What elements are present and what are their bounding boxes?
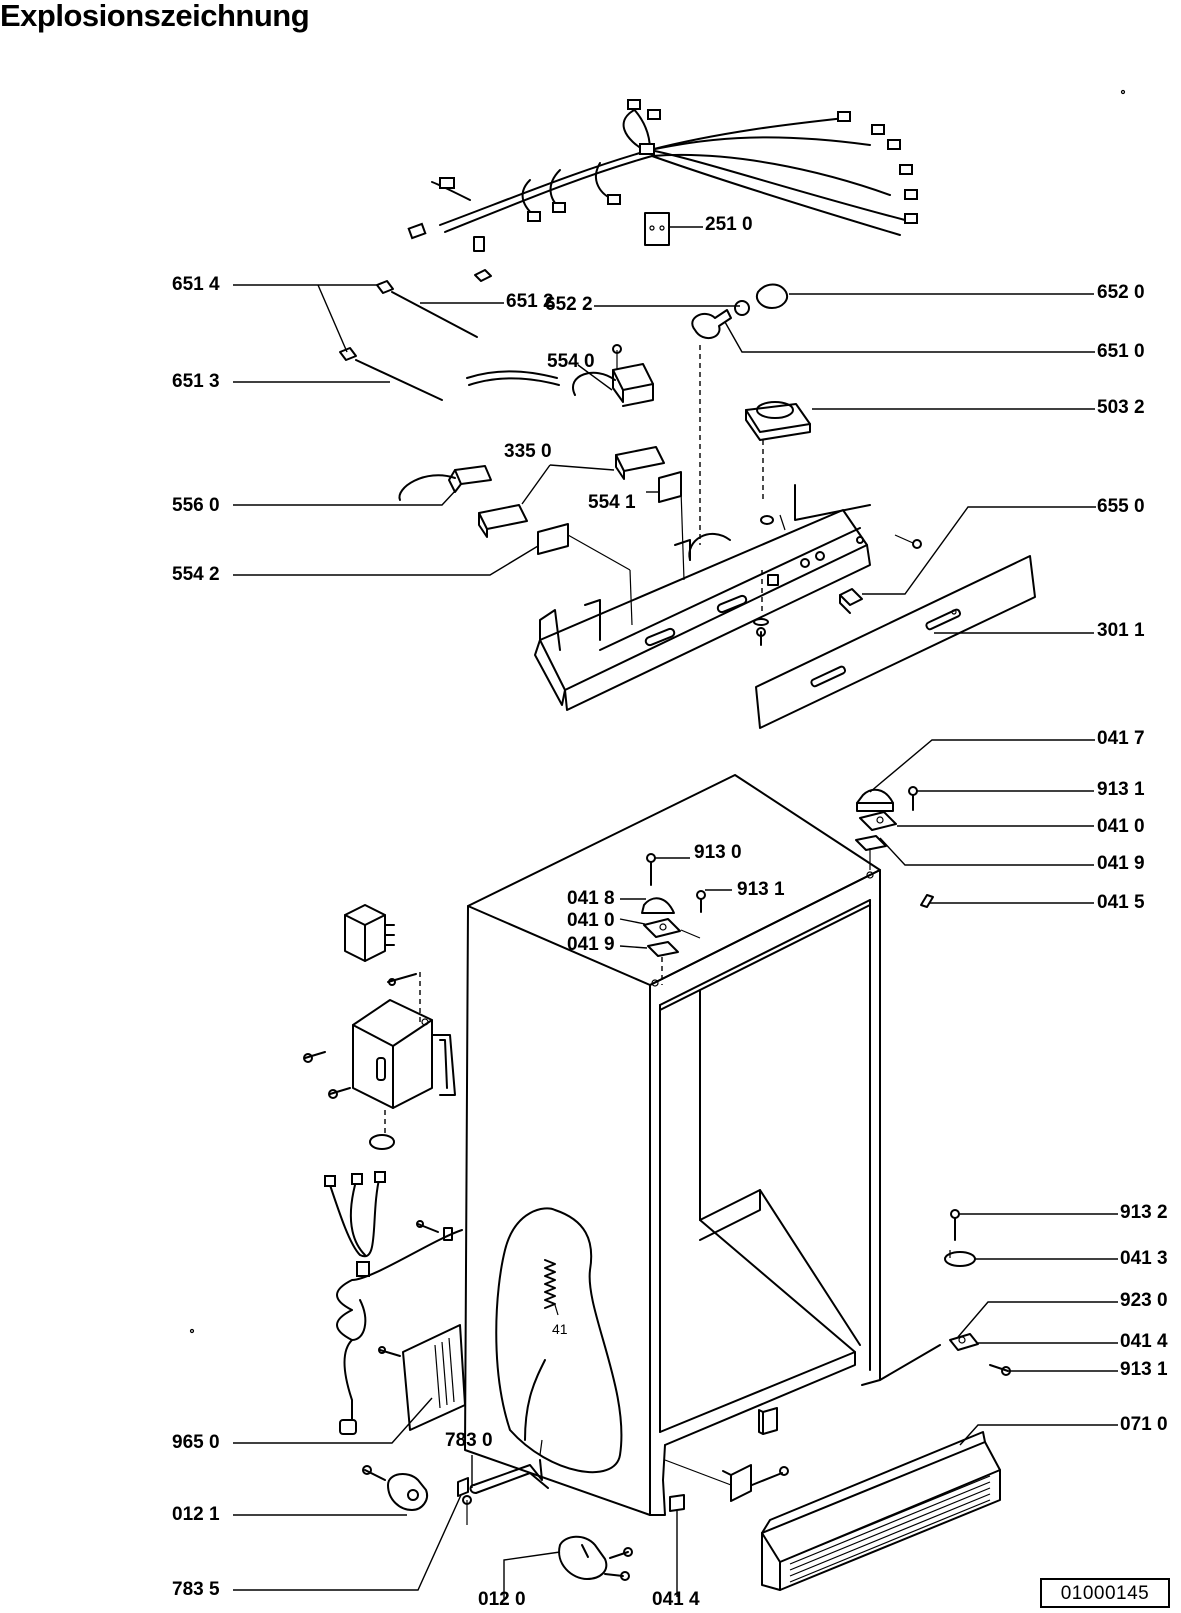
spring-41 xyxy=(544,1259,559,1316)
label-6510: 651 0 xyxy=(1097,341,1145,362)
label-5560: 556 0 xyxy=(172,495,220,516)
label-9132: 913 2 xyxy=(1120,1202,1168,1223)
label-0120: 012 0 xyxy=(478,1589,526,1610)
label-9131-top: 913 1 xyxy=(1097,779,1145,800)
right-bottom-parts xyxy=(189,89,1126,1376)
label-0413: 041 3 xyxy=(1120,1248,1168,1269)
label-5541: 554 1 xyxy=(588,492,636,513)
label-0121: 012 1 xyxy=(172,1504,220,1525)
label-0419-right: 041 9 xyxy=(1097,853,1145,874)
label-5542: 554 2 xyxy=(172,564,220,585)
label-5540: 554 0 xyxy=(547,351,595,372)
part-5541-5542-pads xyxy=(233,471,685,626)
label-0418: 041 8 xyxy=(567,888,615,909)
label-5032: 503 2 xyxy=(1097,397,1145,418)
page-title: Explosionszeichnung xyxy=(0,0,310,33)
label-3350: 335 0 xyxy=(504,441,552,462)
label-6513: 651 3 xyxy=(172,371,220,392)
part-0710-grille xyxy=(761,1424,1118,1591)
label-6522: 652 2 xyxy=(545,294,593,315)
part-5540-switch xyxy=(572,344,654,407)
label-0415: 041 5 xyxy=(1097,892,1145,913)
part-3011-trim-strip xyxy=(755,555,1094,729)
document-number: 01000145 xyxy=(1060,1583,1150,1604)
cabinet-body xyxy=(464,774,941,1516)
center-hinge-assembly xyxy=(619,853,732,985)
label-6512: 651 2 xyxy=(506,291,554,312)
document-number-box: 01000145 xyxy=(1040,1578,1170,1608)
label-6514: 651 4 xyxy=(172,274,220,295)
top-bracket-channel xyxy=(534,484,922,711)
label-0410-right: 041 0 xyxy=(1097,816,1145,837)
part-651x-components xyxy=(233,280,560,401)
label-7835: 783 5 xyxy=(172,1579,220,1600)
part-5560-switch xyxy=(233,465,492,506)
label-7830: 783 0 xyxy=(445,1430,493,1451)
part-5032-thermostat xyxy=(745,401,1095,500)
label-0710: 071 0 xyxy=(1120,1414,1168,1435)
label-6520: 652 0 xyxy=(1097,282,1145,303)
grille-slots xyxy=(789,1475,991,1583)
label-6550: 655 0 xyxy=(1097,496,1145,517)
label-9130: 913 0 xyxy=(694,842,742,863)
label-9650: 965 0 xyxy=(172,1432,220,1453)
label-3011: 301 1 xyxy=(1097,620,1145,641)
label-0414-right: 041 4 xyxy=(1120,1331,1168,1352)
left-components xyxy=(233,904,466,1444)
label-0410-center: 041 0 xyxy=(567,910,615,931)
part-3350-brackets xyxy=(478,446,665,538)
label-9131-center: 913 1 xyxy=(737,879,785,900)
label-9131-right: 913 1 xyxy=(1120,1359,1168,1380)
label-9230: 923 0 xyxy=(1120,1290,1168,1311)
label-0417: 041 7 xyxy=(1097,728,1145,749)
label-0419-center: 041 9 xyxy=(567,934,615,955)
part-2510-plate xyxy=(644,212,703,246)
part-6550-clip xyxy=(839,506,1096,614)
label-41: 41 xyxy=(552,1321,568,1337)
top-hinge-assembly xyxy=(855,739,1095,908)
label-0414-bottom: 041 4 xyxy=(652,1589,700,1610)
wire-harness xyxy=(407,99,918,282)
label-2510: 251 0 xyxy=(705,214,753,235)
lamp-assembly xyxy=(594,283,1095,545)
bottom-components xyxy=(233,1407,789,1600)
